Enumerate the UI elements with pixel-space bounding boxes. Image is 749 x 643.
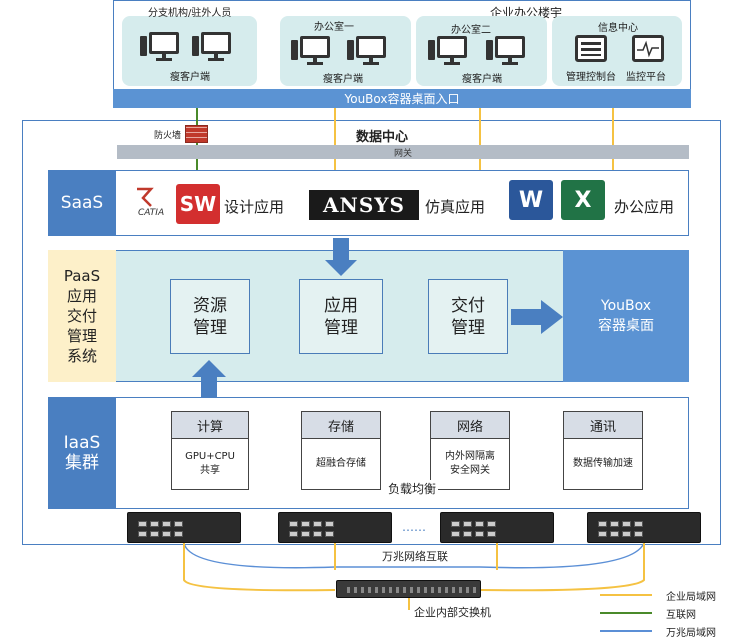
lan-to-switch-right xyxy=(479,543,645,592)
paas-label: PaaS 应用 交付 管理 系统 xyxy=(48,250,116,382)
legend-ten-gig-label: 万兆局域网 xyxy=(666,628,716,639)
delivery-mgmt-box: 交付 管理 xyxy=(428,279,508,354)
tower-icon xyxy=(192,36,199,56)
office2-pc-2 xyxy=(486,34,526,65)
monitor-icon xyxy=(437,36,467,65)
saas-label: SaaS xyxy=(48,170,116,236)
monitor-icon xyxy=(356,36,386,65)
catia-text: CATIA xyxy=(138,208,165,218)
data-center-title: 数据中心 xyxy=(356,130,409,145)
comm-header: 通讯 xyxy=(563,411,643,439)
monitor-icon xyxy=(495,36,525,65)
branch-thin-client-label: 瘦客户端 xyxy=(170,72,210,83)
monitor-icon xyxy=(149,32,179,61)
switch-icon xyxy=(336,580,481,598)
legend-item-ten-gig: 万兆局域网 xyxy=(600,624,740,639)
monitor-icon xyxy=(300,36,330,65)
compute-header: 计算 xyxy=(171,411,249,439)
firewall-icon xyxy=(185,125,208,143)
branch-pc-1 xyxy=(140,30,180,61)
server-1 xyxy=(127,512,241,543)
sim-app-label: 仿真应用 xyxy=(425,198,486,216)
sw-text: SW xyxy=(179,192,217,216)
ansys-logo: ANSYS xyxy=(309,190,419,220)
lan-line-3 xyxy=(612,108,614,172)
tower-icon xyxy=(428,40,435,60)
arrow-down-to-app-mgmt xyxy=(325,238,357,276)
comm-body: 数据传输加速 xyxy=(563,439,643,490)
monitor-platform-label: 监控平台 xyxy=(626,72,666,83)
excel-icon: X xyxy=(561,180,605,220)
legend-internet-label: 互联网 xyxy=(666,610,696,621)
youbox-desktop-box: YouBox 容器桌面 xyxy=(563,250,689,382)
data-center-frame xyxy=(22,120,721,545)
server-2 xyxy=(278,512,392,543)
resource-mgmt-box: 资源 管理 xyxy=(170,279,250,354)
office1-label: 办公室一 xyxy=(314,22,354,33)
branch-label: 分支机构/驻外人员 xyxy=(148,8,232,19)
office2-pc-1 xyxy=(428,34,468,65)
firewall-label: 防火墙 xyxy=(154,131,182,141)
storage-header: 存储 xyxy=(301,411,381,439)
compute-body: GPU+CPU 共享 xyxy=(171,439,249,490)
network-body: 内外网隔离 安全网关 xyxy=(430,439,510,490)
office-app-label: 办公应用 xyxy=(614,198,675,216)
switch-label: 企业内部交换机 xyxy=(414,606,491,619)
tower-icon xyxy=(347,40,354,60)
arrow-up-to-resource xyxy=(192,360,226,397)
switch-uplink xyxy=(408,598,410,610)
ten-gig-interconnect xyxy=(183,542,645,569)
legend: 企业局域网 互联网 万兆局域网 xyxy=(600,588,740,640)
server-3 xyxy=(440,512,554,543)
interconnect-label: 万兆网络互联 xyxy=(382,550,448,563)
design-app-label: 设计应用 xyxy=(224,198,285,216)
iaas-label: IaaS 集群 xyxy=(48,397,116,509)
office1-thin-client-label: 瘦客户端 xyxy=(323,74,363,85)
lan-to-switch xyxy=(183,543,336,592)
catia-logo: CATIA xyxy=(133,186,173,222)
lan-line-2 xyxy=(479,108,481,172)
gateway-bar: 网关 xyxy=(117,145,689,159)
tower-icon xyxy=(140,36,147,56)
load-balance-label: 负载均衡 xyxy=(386,480,439,497)
monitoring-icon xyxy=(632,35,664,62)
branch-pc-2 xyxy=(192,30,232,61)
office2-label: 办公室二 xyxy=(451,25,491,36)
console-icon xyxy=(575,35,607,62)
youbox-entry-label: YouBox容器桌面入口 xyxy=(344,92,460,106)
office1-pc-2 xyxy=(347,34,387,65)
monitor-icon xyxy=(201,32,231,61)
storage-body: 超融合存储 xyxy=(301,439,381,490)
solidworks-logo: SW xyxy=(176,184,220,224)
office2-thin-client-label: 瘦客户端 xyxy=(462,74,502,85)
gateway-label: 网关 xyxy=(393,148,412,159)
tower-icon xyxy=(291,40,298,60)
network-header: 网络 xyxy=(430,411,510,439)
lan-line-1 xyxy=(334,108,336,172)
ansys-text: ANSYS xyxy=(323,193,405,217)
tower-icon xyxy=(486,40,493,60)
office1-pc-1 xyxy=(291,34,331,65)
app-mgmt-box: 应用 管理 xyxy=(299,279,383,354)
word-text: W xyxy=(518,187,544,213)
infocenter-label: 信息中心 xyxy=(598,23,638,34)
word-icon: W xyxy=(509,180,553,220)
legend-item-lan: 企业局域网 xyxy=(600,588,740,603)
legend-lan-label: 企业局域网 xyxy=(666,592,716,603)
server-ellipsis: …… xyxy=(402,520,426,534)
server-4 xyxy=(587,512,701,543)
mgmt-console-label: 管理控制台 xyxy=(566,72,616,83)
youbox-entry-bar: YouBox容器桌面入口 xyxy=(113,89,691,108)
excel-text: X xyxy=(574,187,592,213)
legend-item-internet: 互联网 xyxy=(600,606,740,621)
arrow-to-youbox xyxy=(511,300,563,334)
